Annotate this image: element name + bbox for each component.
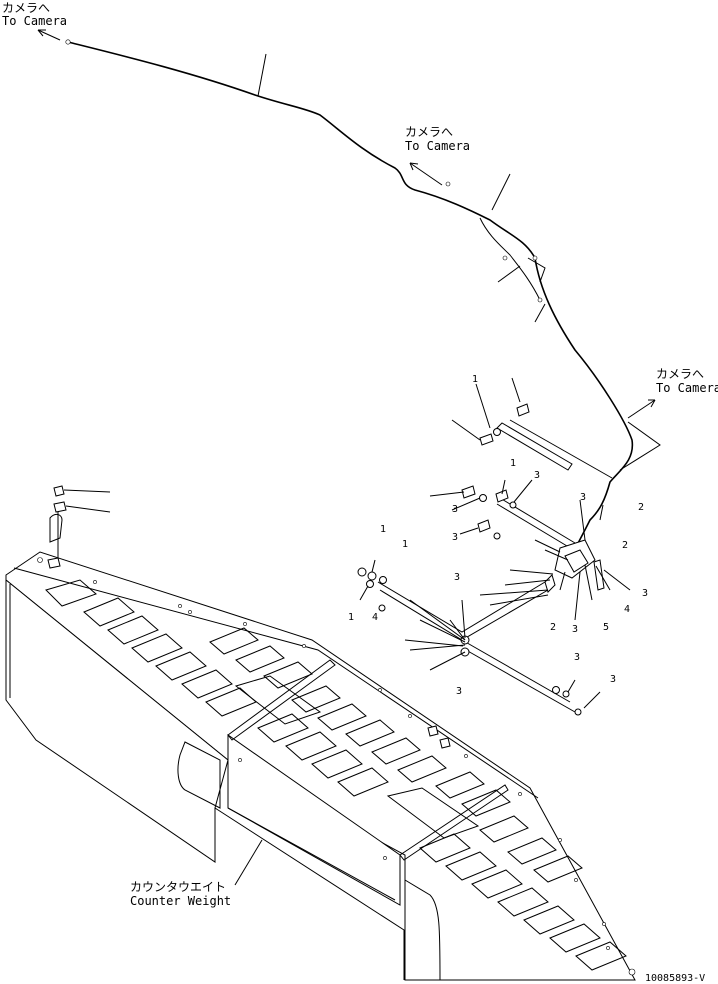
- counterweight-plates: [45, 579, 627, 971]
- callout-counterweight: カウンタウエイト Counter Weight: [130, 839, 263, 908]
- camera-label-jp: カメラへ: [656, 367, 704, 381]
- counterweight-holes: [37, 557, 636, 976]
- svg-text:3: 3: [534, 470, 540, 481]
- part-number-callouts: 1 1 1 1 1 2 2 2 3 3 3 3 3 3 3 3 3 3 4 4 …: [348, 374, 648, 697]
- camera-label-en: To Camera: [2, 14, 67, 28]
- svg-text:1: 1: [510, 458, 516, 469]
- svg-text:2: 2: [638, 502, 644, 513]
- svg-text:3: 3: [456, 686, 462, 697]
- svg-text:2: 2: [550, 622, 556, 633]
- counterweight-label-en: Counter Weight: [130, 894, 231, 908]
- camera-label-en: To Camera: [405, 139, 470, 153]
- svg-text:3: 3: [574, 652, 580, 663]
- svg-text:3: 3: [452, 504, 458, 515]
- svg-text:3: 3: [452, 532, 458, 543]
- svg-text:3: 3: [642, 588, 648, 599]
- camera-bracket-assembly: [357, 377, 631, 716]
- svg-text:1: 1: [472, 374, 478, 385]
- svg-text:4: 4: [372, 612, 378, 623]
- camera-label-jp: カメラへ: [405, 125, 453, 139]
- svg-text:1: 1: [380, 524, 386, 535]
- callout-camera-1: カメラへ To Camera: [2, 1, 67, 41]
- svg-text:3: 3: [580, 492, 586, 503]
- callout-camera-2: カメラへ To Camera: [405, 125, 470, 186]
- drawing-code: 10085893-V: [645, 973, 705, 984]
- svg-text:4: 4: [624, 604, 630, 615]
- callout-camera-3: カメラへ To Camera: [627, 367, 718, 419]
- counterweight: [5, 551, 636, 981]
- camera-label-jp: カメラへ: [2, 1, 50, 15]
- svg-text:1: 1: [348, 612, 354, 623]
- svg-text:3: 3: [572, 624, 578, 635]
- svg-text:5: 5: [603, 622, 609, 633]
- svg-text:2: 2: [622, 540, 628, 551]
- svg-text:3: 3: [610, 674, 616, 685]
- svg-text:3: 3: [454, 572, 460, 583]
- left-mount-parts: [49, 485, 111, 560]
- camera-label-en: To Camera: [656, 381, 718, 395]
- counterweight-label-jp: カウンタウエイト: [130, 880, 226, 894]
- camera-cable: [65, 39, 661, 557]
- svg-text:1: 1: [402, 539, 408, 550]
